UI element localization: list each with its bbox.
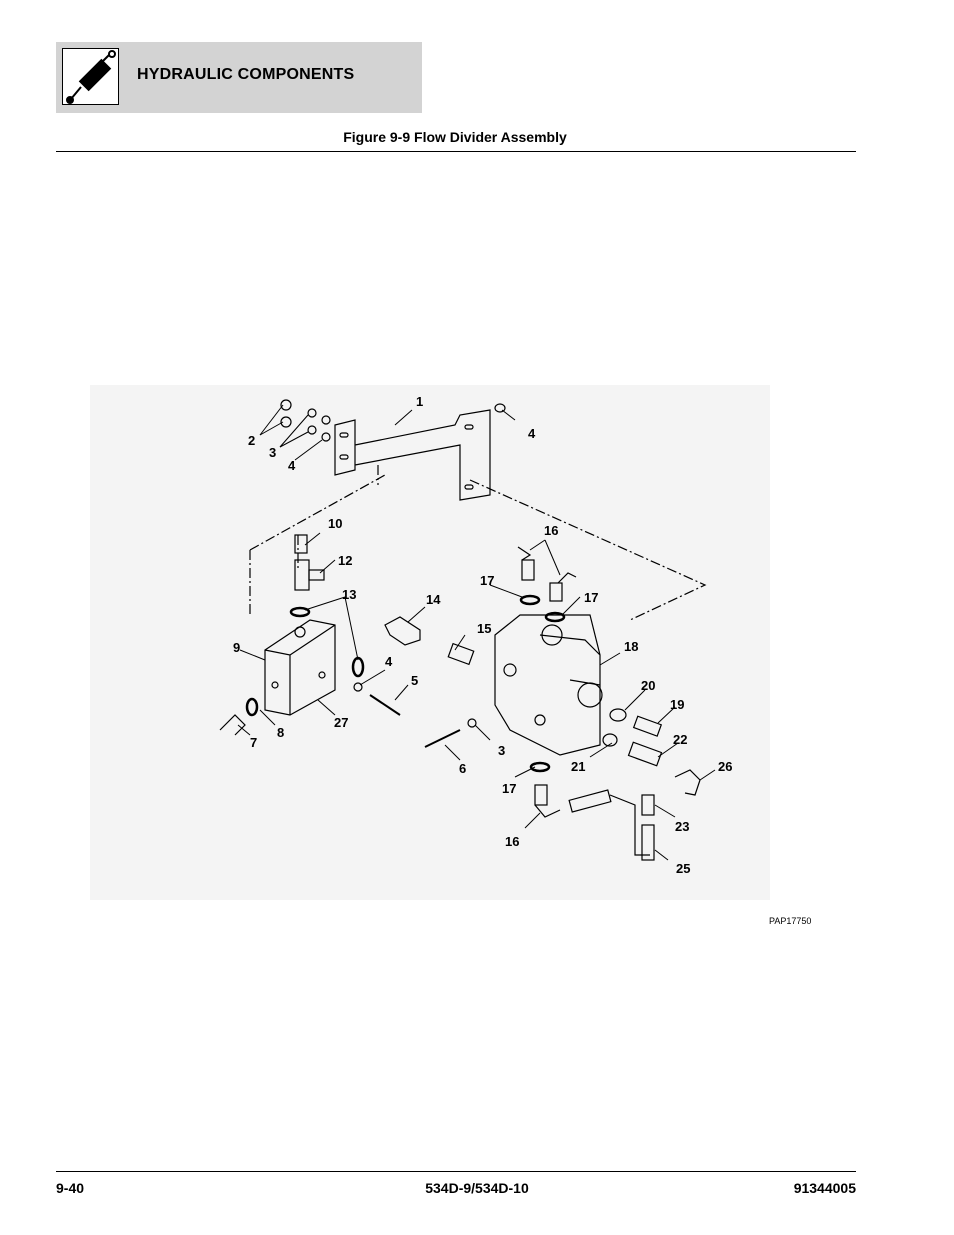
port-part xyxy=(541,624,563,646)
part-number: 91344005 xyxy=(793,1180,856,1196)
fitting-part xyxy=(521,559,535,581)
coupling-part xyxy=(641,824,655,861)
tee-fitting-part xyxy=(627,741,663,767)
elbow-part xyxy=(517,546,532,561)
port-part xyxy=(534,714,546,726)
valve-block-part xyxy=(264,619,336,716)
o-ring-part xyxy=(609,708,627,722)
fitting-part xyxy=(534,784,548,806)
bolt-part xyxy=(424,729,461,748)
callout-number: 26 xyxy=(718,759,732,774)
fitting-part xyxy=(632,715,663,737)
figure-title: Figure 9-9 Flow Divider Assembly xyxy=(343,129,567,145)
callout-number: 3 xyxy=(269,445,276,460)
port-part xyxy=(294,626,306,638)
callout-number: 1 xyxy=(416,394,423,409)
port-part xyxy=(318,671,326,679)
o-ring-part xyxy=(602,733,618,747)
fitting-part xyxy=(447,642,475,666)
callout-number: 17 xyxy=(502,781,516,796)
bracket-part xyxy=(334,409,491,501)
callout-number: 12 xyxy=(338,553,352,568)
nut-part xyxy=(280,416,292,428)
callout-number: 17 xyxy=(480,573,494,588)
assembly-line xyxy=(249,465,707,621)
washer-part xyxy=(494,403,506,413)
section-title: HYDRAULIC COMPONENTS xyxy=(137,66,355,83)
header-rule xyxy=(56,151,856,152)
callout-number: 16 xyxy=(544,523,558,538)
footer-rule xyxy=(56,1171,856,1172)
o-ring-part xyxy=(529,761,551,773)
elbow-fitting-part xyxy=(384,616,421,646)
callout-number: 14 xyxy=(426,592,441,607)
washer-part xyxy=(321,415,331,425)
port-part xyxy=(577,682,603,708)
bracket-slot xyxy=(339,432,349,438)
callout-number: 19 xyxy=(670,697,684,712)
callout-number: 27 xyxy=(334,715,348,730)
fitting-part xyxy=(549,582,563,602)
callout-number: 15 xyxy=(477,621,491,636)
port-part xyxy=(503,663,517,677)
callout-number: 2 xyxy=(248,433,255,448)
o-ring-part xyxy=(245,697,259,717)
bracket-slot xyxy=(464,424,474,430)
callout-number: 5 xyxy=(411,673,418,688)
washer-part xyxy=(321,432,331,442)
callout-number: 18 xyxy=(624,639,638,654)
o-ring-part xyxy=(544,611,566,623)
bracket-slot xyxy=(339,454,349,460)
tee-fitting-part xyxy=(294,559,310,591)
bolt-part xyxy=(369,694,401,716)
model-number: 534D-9/534D-10 xyxy=(425,1180,529,1196)
page-number: 9-40 xyxy=(56,1180,85,1196)
callout-number: 17 xyxy=(584,590,598,605)
hydraulic-cylinder-icon xyxy=(62,48,119,105)
washer-part xyxy=(353,682,363,692)
callout-number: 4 xyxy=(385,654,393,669)
callout-number: 3 xyxy=(498,743,505,758)
callout-number: 22 xyxy=(673,732,687,747)
o-ring-part xyxy=(519,594,541,606)
tee-branch-part xyxy=(308,569,325,581)
bracket-slot xyxy=(464,484,474,490)
callout-number: 7 xyxy=(250,735,257,750)
elbow-part xyxy=(534,804,561,818)
fitting-part xyxy=(641,794,655,816)
callout-number: 9 xyxy=(233,640,240,655)
elbow-part xyxy=(557,572,577,584)
o-ring-part xyxy=(351,656,365,678)
port-part xyxy=(271,681,279,689)
callout-number: 10 xyxy=(328,516,342,531)
callout-number: 21 xyxy=(571,759,585,774)
figure-code: PAP17750 xyxy=(769,916,812,926)
callout-number: 4 xyxy=(528,426,536,441)
fitting-part xyxy=(294,534,308,554)
washer-part xyxy=(307,425,317,435)
callout-number: 13 xyxy=(342,587,356,602)
elbow-part xyxy=(674,769,701,796)
nut-part xyxy=(280,399,292,411)
washer-part xyxy=(467,718,477,728)
callout-number: 23 xyxy=(675,819,689,834)
callout-number: 4 xyxy=(288,458,296,473)
exploded-parts-diagram: 1 2 3 4 4 10 12 13 14 15 16 17 17 9 4 5 … xyxy=(90,385,770,900)
callout-number: 8 xyxy=(277,725,284,740)
elbow-part xyxy=(219,714,246,736)
callout-number: 25 xyxy=(676,861,690,876)
o-ring-part xyxy=(289,606,311,618)
diagram-drawing: 1 2 3 4 4 10 12 13 14 15 16 17 17 9 4 5 … xyxy=(219,394,732,876)
washer-part xyxy=(307,408,317,418)
callout-number: 20 xyxy=(641,678,655,693)
callout-number: 6 xyxy=(459,761,466,776)
callout-number: 16 xyxy=(505,834,519,849)
hose-part xyxy=(568,789,612,813)
